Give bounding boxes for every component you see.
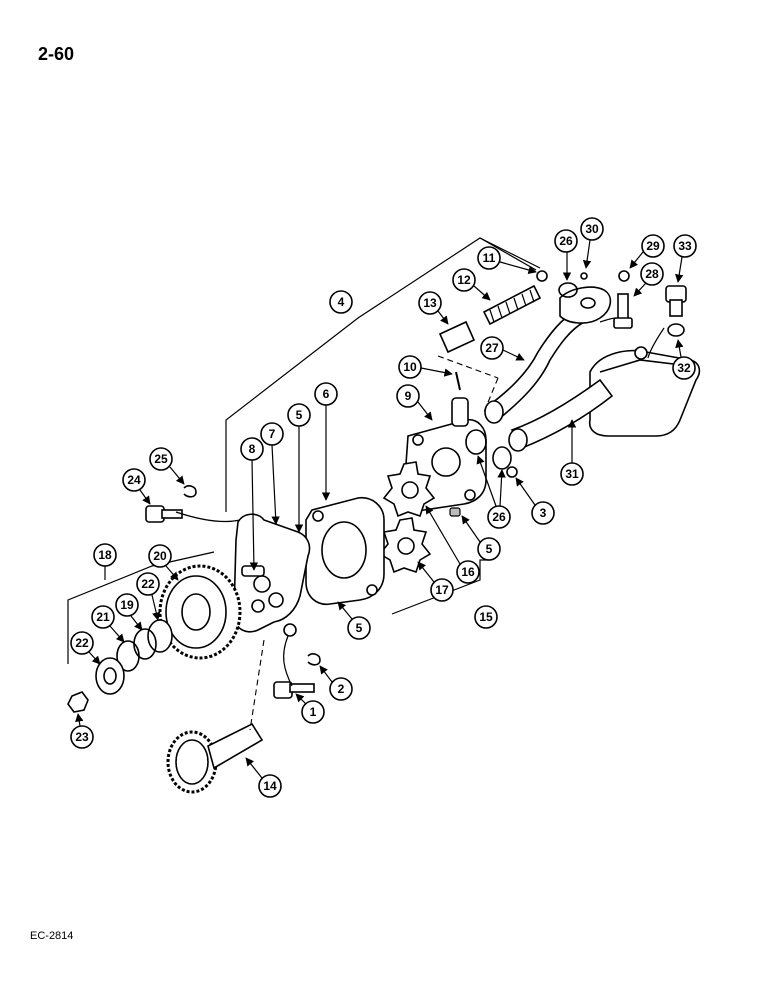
svg-text:22: 22 <box>141 577 155 591</box>
svg-text:14: 14 <box>263 779 277 793</box>
callout-26b: 26 <box>554 229 578 281</box>
callout-22b: 22 <box>136 572 161 621</box>
drive-gear <box>166 722 264 794</box>
svg-text:29: 29 <box>646 239 660 253</box>
callout-5c: 5 <box>461 515 501 561</box>
callout-4: 4 <box>329 290 353 314</box>
oil-strainer-housing <box>588 349 701 437</box>
oil-suction-pipe <box>510 378 614 450</box>
callout-13: 13 <box>418 291 449 325</box>
svg-text:28: 28 <box>645 267 659 281</box>
svg-text:25: 25 <box>154 452 168 466</box>
oil-pump-parts <box>67 270 701 794</box>
relief-spring <box>482 284 542 326</box>
callout-18: 18 <box>93 543 117 580</box>
callout-33: 33 <box>673 234 697 283</box>
leader-lines <box>67 237 665 731</box>
svg-text:11: 11 <box>483 251 496 265</box>
callouts: 1 2 3 4 5 5 5 6 7 8 9 10 11 12 13 14 15 … <box>70 217 697 798</box>
callout-6: 6 <box>314 382 338 501</box>
svg-text:21: 21 <box>96 610 110 624</box>
svg-text:18: 18 <box>98 548 112 562</box>
callout-9: 9 <box>396 384 433 421</box>
callout-28j: 28 <box>633 262 664 297</box>
callout-21: 21 <box>91 605 125 643</box>
callout-31: 31 <box>560 419 584 486</box>
svg-text:3: 3 <box>540 506 547 520</box>
callout-11: 11 <box>477 246 537 275</box>
callout-3: 3 <box>515 477 555 525</box>
svg-text:24: 24 <box>127 473 141 487</box>
relief-plunger <box>438 320 476 354</box>
callout-8: 8 <box>240 437 264 571</box>
svg-text:32: 32 <box>677 361 691 375</box>
callout-32: 32 <box>672 339 696 380</box>
pump-gear-lower <box>378 517 432 574</box>
svg-text:13: 13 <box>423 296 437 310</box>
svg-text:4: 4 <box>338 295 345 309</box>
pump-gear-upper <box>382 461 436 518</box>
callout-2: 2 <box>319 665 353 701</box>
idler-gear <box>158 564 242 660</box>
callout-12: 12 <box>452 268 491 301</box>
svg-text:5: 5 <box>356 621 363 635</box>
bolt-33 <box>665 285 687 317</box>
bolt-28 <box>613 293 633 329</box>
callout-5a: 5 <box>287 403 311 533</box>
svg-text:26: 26 <box>492 510 506 524</box>
svg-text:10: 10 <box>403 360 417 374</box>
callout-10: 10 <box>398 355 453 379</box>
figure-code: EC-2814 <box>30 930 74 942</box>
svg-text:26: 26 <box>559 234 573 248</box>
svg-text:17: 17 <box>435 583 449 597</box>
svg-text:30: 30 <box>585 222 599 236</box>
callout-24: 24 <box>122 468 151 505</box>
callout-29: 29 <box>629 234 665 269</box>
svg-text:19: 19 <box>120 598 134 612</box>
callout-14: 14 <box>245 757 282 798</box>
callout-30: 30 <box>580 217 604 269</box>
svg-text:8: 8 <box>249 442 256 456</box>
callout-5b: 5 <box>337 601 371 640</box>
callout-17: 17 <box>417 561 454 602</box>
svg-text:20: 20 <box>153 549 167 563</box>
callout-27: 27 <box>480 336 525 361</box>
svg-text:5: 5 <box>486 542 493 556</box>
svg-text:16: 16 <box>461 565 475 579</box>
svg-text:7: 7 <box>269 427 276 441</box>
svg-text:23: 23 <box>75 730 89 744</box>
svg-text:9: 9 <box>405 389 412 403</box>
svg-text:31: 31 <box>565 467 579 481</box>
svg-text:15: 15 <box>479 610 493 624</box>
svg-text:12: 12 <box>457 273 471 287</box>
callout-16: 16 <box>425 505 480 584</box>
callout-28 <box>614 264 636 286</box>
svg-text:22: 22 <box>75 636 89 650</box>
callout-7: 7 <box>260 422 284 525</box>
svg-text:2: 2 <box>338 682 345 696</box>
bolt-24 <box>145 505 183 523</box>
svg-text:5: 5 <box>296 408 303 422</box>
callout-25: 25 <box>149 447 185 485</box>
callout-26a: 26 <box>476 455 511 529</box>
callout-1: 1 <box>295 693 325 724</box>
callout-20: 20 <box>148 544 179 581</box>
callout-23: 23 <box>70 713 94 749</box>
page-number: 2-60 <box>38 44 75 64</box>
svg-text:27: 27 <box>485 341 499 355</box>
callout-15: 15 <box>474 605 498 629</box>
svg-text:1: 1 <box>310 705 317 719</box>
svg-text:6: 6 <box>323 387 330 401</box>
callout-22a: 22 <box>70 631 101 665</box>
callout-19: 19 <box>115 593 143 631</box>
bolt-1 <box>273 681 315 699</box>
svg-text:33: 33 <box>678 239 692 253</box>
